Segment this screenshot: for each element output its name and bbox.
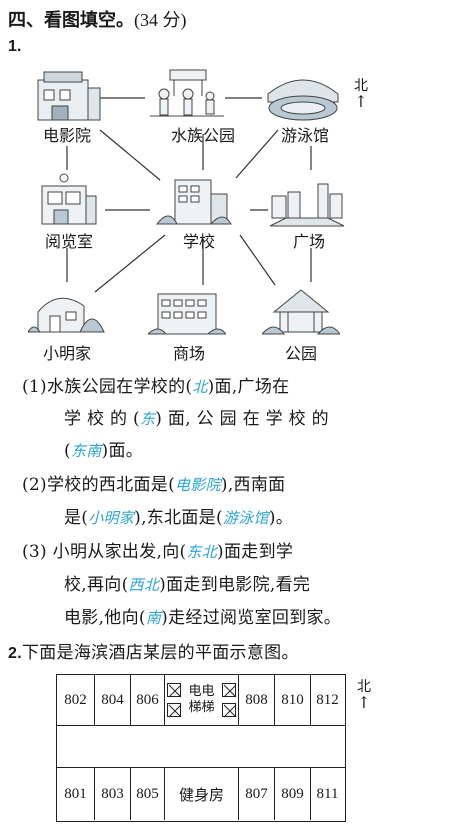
floor-plan-top-row: 802 804 806 电电 梯梯 808 810 812 [57,675,344,725]
answer-field[interactable]: 东北 [186,543,218,561]
floor-plan-bottom-row: 801 803 805 健身房 807 809 811 [57,768,344,820]
answer-field[interactable]: 北 [192,378,208,396]
room-cell: 803 [95,768,131,820]
north-arrow-icon: ↑ [354,92,368,111]
reading-room-picture [30,172,108,228]
q1-part3-line1: (3) 小明从家出发,向(东北)面走到学 [22,542,294,562]
cinema-picture [28,68,106,124]
blocked-box-icon [221,683,237,698]
room-cell: 811 [316,785,339,802]
room-cell: 810 [275,675,311,725]
section-points: (34 分) [134,10,187,30]
question-2-number: 2. [8,645,22,662]
answer-field[interactable]: 西北 [128,576,160,594]
q1-part2-line2: 是(小明家),东北面是(游泳馆)。 [64,508,294,528]
blocked-box-icon [221,703,237,718]
answer-field[interactable]: 东南 [70,442,102,460]
room-cell: 806 [131,675,165,725]
park-picture [260,282,341,338]
north-indicator-map: 北 ↑ [354,75,368,111]
elevator-label-top: 电电 [188,684,215,699]
answer-field[interactable]: 小明家 [88,509,135,527]
section-heading: 四、看图填空。(34 分) [8,6,187,32]
label-pool: 游泳馆 [280,126,329,145]
question-2-text: 2.下面是海滨酒店某层的平面示意图。 [8,643,299,663]
answer-field[interactable]: 东 [139,410,156,428]
floor-plan: 802 804 806 电电 梯梯 808 810 812 801 803 80… [56,674,346,822]
gym-cell: 健身房 [165,768,239,820]
q1-part3-line2: 校,再向(西北)面走到电影院,看完 [64,575,311,595]
room-cell: 802 [57,675,95,725]
label-square: 广场 [292,232,325,251]
answer-field[interactable]: 电影院 [175,476,221,494]
blocked-box-icon [167,683,182,698]
home-picture [27,282,106,338]
answer-field[interactable]: 南 [145,609,162,627]
room-cell: 801 [57,768,95,820]
q1-part1-line1: (1)水族公园在学校的(北)面,广场在 [22,377,290,397]
north-label: 北 [357,679,371,695]
q1-part1-line3: (东南)面。 [64,441,144,461]
pool-picture [264,68,342,124]
blocked-box-icon [167,703,182,718]
label-cinema: 电影院 [42,126,91,145]
room-cell: 812 [316,691,339,708]
room-cell: 804 [95,675,131,725]
map-figure: 电影院 水族公园 游泳馆 阅览室 学校 广场 小明家 商场 公园 [0,60,449,370]
aquapark-picture [148,66,226,122]
map-connectors [66,97,312,293]
hallway [57,725,345,768]
north-arrow-icon: ↑ [357,693,371,712]
mall-picture [146,284,228,340]
room-cell: 805 [131,768,165,820]
school-picture [155,172,233,228]
q1-part1-line2: 学 校 的 (东) 面, 公 园 在 学 校 的 [64,409,329,429]
label-home: 小明家 [42,344,91,363]
elevator-label-bottom: 梯梯 [188,700,215,715]
square-picture [268,174,346,230]
north-label: 北 [354,78,368,94]
label-aquapark: 水族公园 [170,126,235,145]
answer-field[interactable]: 游泳馆 [222,509,269,527]
room-cell: 808 [239,675,275,725]
elevator-cell: 电电 梯梯 [165,675,239,725]
label-mall: 商场 [172,344,205,363]
section-title: 四、看图填空。 [8,10,134,31]
room-cell: 809 [275,768,311,820]
question-1-number: 1. [8,38,22,55]
q1-part3-line3: 电影,他向(南)走经过阅览室回到家。 [64,608,342,628]
q1-part2-line1: (2)学校的西北面是(电影院),西南面 [22,475,286,495]
label-park: 公园 [284,344,317,363]
north-indicator-plan: 北 ↑ [357,676,371,712]
label-school: 学校 [182,232,215,251]
room-cell: 807 [239,768,275,820]
label-reading-room: 阅览室 [44,232,93,251]
